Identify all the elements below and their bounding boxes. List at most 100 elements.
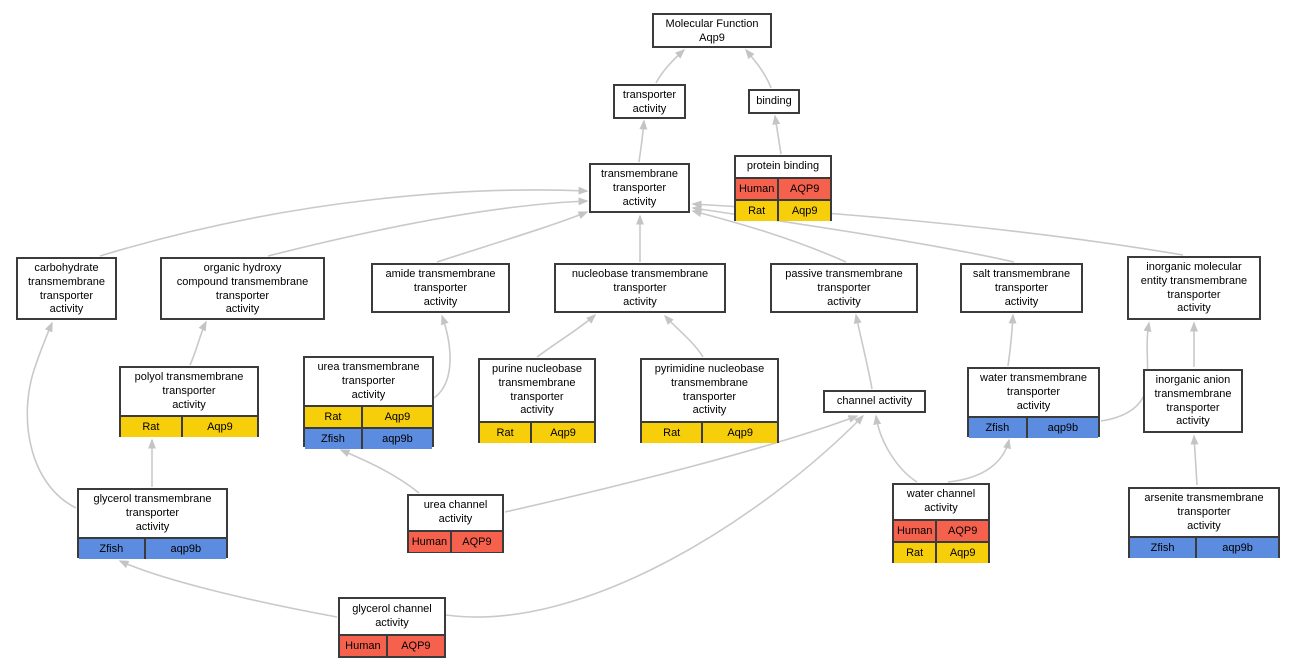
node-salt-transmembrane[interactable]: salt transmembrane transporter activity [960,263,1083,313]
node-label: carbohydrate transmembrane transporter a… [27,262,106,316]
node-label: glycerol transmembrane transporter activ… [93,493,212,533]
annotation-row-zfish[interactable]: Zfish aqp9b [969,416,1098,439]
gene-cell: AQP9 [935,520,988,541]
gene-cell: AQP9 [449,531,502,552]
node-binding[interactable]: binding [748,89,800,114]
node-label: inorganic molecular entity transmembrane… [1140,261,1248,315]
node-polyol-transmembrane[interactable]: polyol transmembrane transporter activit… [119,366,259,438]
species-cell: Human [409,531,450,552]
node-label: Molecular Function Aqp9 [665,18,759,44]
node-pyrimidine-nucleobase[interactable]: pyrimidine nucleobase transmembrane tran… [640,358,779,443]
node-organic-hydroxy-compound[interactable]: organic hydroxy compound transmembrane t… [160,257,325,320]
edge-glycerol-channel-to-glycerol-transmembrane [118,560,338,618]
node-label: water transmembrane transporter activity [980,372,1087,412]
gene-cell: aqp9b [143,539,226,560]
edge-transporter-activity-to-molecular-function [655,48,686,84]
node-transporter-activity[interactable]: transporter activity [613,84,686,119]
annotation-row-human[interactable]: Human AQP9 [340,634,444,656]
annotation-row-rat[interactable]: Rat Aqp9 [305,405,432,428]
annotation-row-zfish[interactable]: Zfish aqp9b [305,427,432,450]
annotation-row-human[interactable]: Human AQP9 [409,529,502,552]
node-label: protein binding [746,160,820,172]
node-passive-transmembrane[interactable]: passive transmembrane transporter activi… [770,263,918,313]
node-water-transmembrane[interactable]: water transmembrane transporter activity… [967,367,1100,439]
gene-cell: Aqp9 [935,542,988,563]
gene-cell: Aqp9 [777,200,830,221]
node-label: amide transmembrane transporter activity [385,268,496,308]
edge-urea-channel-to-channel-activity [504,415,859,513]
node-label: salt transmembrane transporter activity [972,268,1071,308]
gene-cell: aqp9b [360,429,432,450]
annotation-row-rat[interactable]: Rat Aqp9 [480,421,594,443]
annotation-row-rat[interactable]: Rat Aqp9 [894,540,988,563]
species-cell: Zfish [305,429,361,450]
node-label: urea transmembrane transporter activity [317,361,420,401]
gene-cell: aqp9b [1195,538,1278,559]
node-transmembrane-transporter-activity[interactable]: transmembrane transporter activity [589,163,690,213]
node-inorganic-molecular-entity[interactable]: inorganic molecular entity transmembrane… [1127,256,1261,320]
edge-channel-activity-to-passive [853,313,873,390]
species-cell: Human [340,636,386,656]
annotation-rows: Human AQP9 [340,634,444,656]
species-cell: Rat [894,542,936,563]
gene-cell: Aqp9 [701,423,777,443]
node-label: arsenite transmembrane transporter activ… [1144,492,1264,532]
node-label: water channel activity [906,488,976,514]
node-label: nucleobase transmembrane transporter act… [571,268,709,308]
node-nucleobase-transmembrane[interactable]: nucleobase transmembrane transporter act… [554,263,726,313]
edge-organic-hydroxy-to-transmembrane [267,197,589,257]
node-urea-channel[interactable]: urea channel activity Human AQP9 [407,494,504,553]
node-label: transporter activity [622,89,677,115]
annotation-row-human[interactable]: Human AQP9 [736,176,830,199]
node-label: channel activity [836,395,913,407]
node-molecular-function[interactable]: Molecular Function Aqp9 [652,13,772,48]
node-label: purine nucleobase transmembrane transpor… [492,363,582,417]
node-glycerol-transmembrane[interactable]: glycerol transmembrane transporter activ… [77,488,228,560]
gene-cell: Aqp9 [530,423,594,443]
edge-polyol-to-organic-hydroxy [189,320,207,366]
node-channel-activity[interactable]: channel activity [823,390,926,413]
edge-water-transmembrane-to-inorganic-molecular [1100,321,1152,422]
edge-water-channel-to-water-transmembrane [947,438,1011,483]
edge-amide-to-transmembrane [436,211,589,263]
gene-cell: Aqp9 [180,417,257,438]
node-label: glycerol channel activity [352,602,432,629]
node-label: organic hydroxy compound transmembrane t… [176,262,309,316]
edge-glycerol-transmembrane-to-carbohydrate [26,321,77,509]
edge-glycerol-channel-to-channel-activity [445,414,865,618]
node-label: transmembrane transporter activity [600,168,679,208]
gene-cell: AQP9 [385,636,444,656]
node-inorganic-anion[interactable]: inorganic anion transmembrane transporte… [1143,369,1243,433]
node-label: passive transmembrane transporter activi… [785,268,903,308]
edge-water-channel-to-channel-activity [873,414,918,483]
species-cell: Zfish [969,418,1026,439]
node-arsenite-transmembrane[interactable]: arsenite transmembrane transporter activ… [1128,487,1280,559]
edge-arsenite-to-inorganic-anion [1190,434,1199,486]
annotation-row-zfish[interactable]: Zfish aqp9b [79,537,226,560]
node-purine-nucleobase[interactable]: purine nucleobase transmembrane transpor… [478,358,596,443]
species-cell: Human [894,520,936,541]
annotation-row-zfish[interactable]: Zfish aqp9b [1130,536,1278,559]
annotation-rows: Rat Aqp9 Zfish aqp9b [305,405,432,450]
node-urea-transmembrane[interactable]: urea transmembrane transporter activity … [303,356,434,450]
annotation-rows: Zfish aqp9b [1130,536,1278,559]
node-carbohydrate-transmembrane[interactable]: carbohydrate transmembrane transporter a… [16,257,117,320]
edge-pyrimidine-to-nucleobase [663,314,704,358]
node-label: pyrimidine nucleobase transmembrane tran… [654,363,765,417]
annotation-row-rat[interactable]: Rat Aqp9 [121,415,257,438]
node-label: binding [756,94,792,107]
node-amide-transmembrane[interactable]: amide transmembrane transporter activity [371,263,510,313]
annotation-row-rat[interactable]: Rat Aqp9 [642,421,777,443]
species-cell: Rat [642,423,702,443]
annotation-row-human[interactable]: Human AQP9 [894,518,988,541]
species-cell: Rat [480,423,531,443]
annotation-rows: Rat Aqp9 [121,415,257,438]
species-cell: Human [736,178,778,199]
node-water-channel[interactable]: water channel activity Human AQP9 Rat Aq… [892,483,990,563]
annotation-rows: Human AQP9 Rat Aqp9 [736,176,830,221]
node-protein-binding[interactable]: protein binding Human AQP9 Rat Aqp9 [734,155,832,221]
node-glycerol-channel[interactable]: glycerol channel activity Human AQP9 [338,597,446,658]
edge-protein-binding-to-binding [772,114,782,155]
annotation-row-rat[interactable]: Rat Aqp9 [736,198,830,221]
